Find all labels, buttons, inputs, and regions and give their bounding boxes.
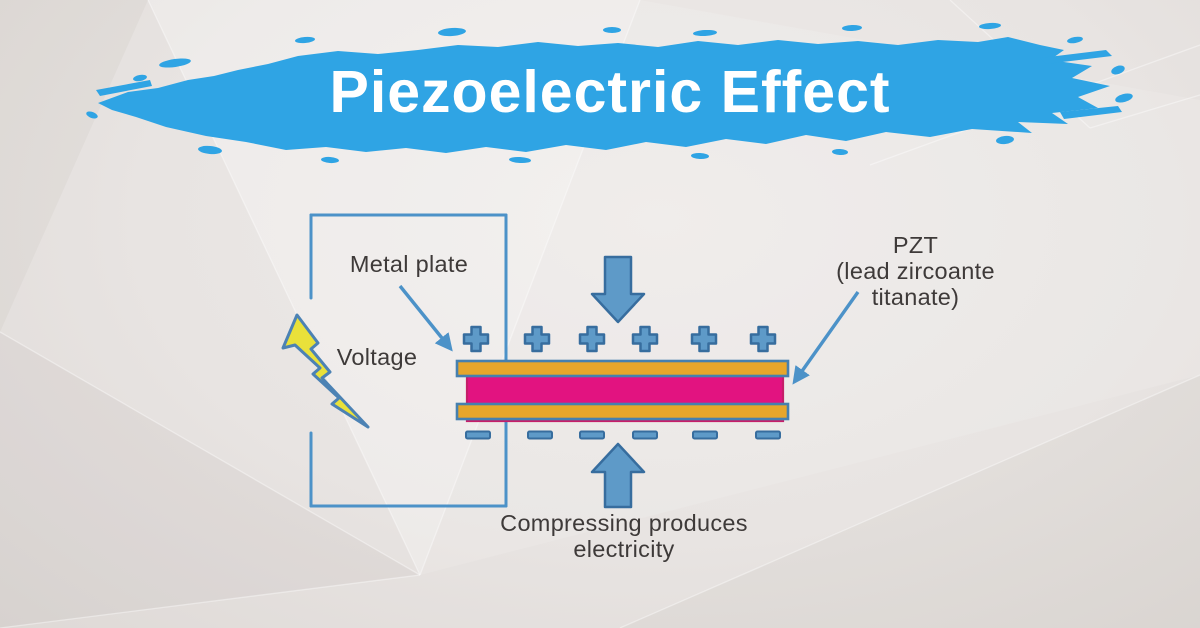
compression-label-line: electricity — [573, 536, 675, 562]
minus-icon — [579, 430, 605, 440]
paint-speckle — [159, 58, 191, 68]
pzt-label: PZT (lead zircoante titanate) — [788, 232, 1043, 310]
paint-speckle — [198, 145, 222, 155]
paint-speckle — [1115, 93, 1133, 103]
brush-stroke — [86, 22, 1133, 164]
plus-icon — [690, 325, 718, 353]
compression-label-line: Compressing produces — [500, 510, 748, 536]
paint-speckle — [133, 74, 147, 82]
compression-label: Compressing produces electricity — [474, 510, 774, 562]
minus-icon — [465, 430, 491, 440]
minus-icon — [527, 430, 553, 440]
paint-speckle — [321, 156, 339, 164]
metal-plate-pointer-arrow — [398, 284, 453, 352]
voltage-label: Voltage — [336, 344, 418, 370]
compression-arrow-up-icon — [590, 442, 646, 509]
paint-speckle — [693, 29, 717, 37]
background-facet — [0, 0, 148, 332]
paint-speckle — [1111, 65, 1125, 75]
background-facet — [0, 332, 420, 628]
page-title: Piezoelectric Effect — [329, 59, 891, 125]
pzt-label-line: titanate) — [871, 284, 960, 310]
minus-icon — [755, 430, 781, 440]
lightning-bolt-icon — [281, 313, 370, 429]
negative-charge-row — [465, 430, 781, 440]
paint-speckle — [1067, 36, 1083, 44]
paint-speckle — [979, 22, 1001, 30]
paint-speckle — [603, 27, 621, 33]
paint-speckle — [691, 152, 709, 160]
paint-speckle — [295, 36, 315, 44]
minus-icon — [692, 430, 718, 440]
pzt-label-line: PZT — [892, 232, 939, 258]
bottom-metal-plate — [455, 402, 790, 421]
plus-icon — [462, 325, 490, 353]
paint-speckle — [509, 156, 531, 164]
paint-streak — [1060, 106, 1122, 119]
paint-speckle — [832, 148, 848, 156]
background-facet — [620, 375, 1200, 628]
plus-icon — [578, 325, 606, 353]
brush-stroke-body — [98, 37, 1110, 153]
paint-speckle — [438, 27, 466, 37]
top-metal-plate — [455, 359, 790, 378]
paint-streak — [96, 80, 152, 96]
compression-arrow-down-icon — [590, 255, 646, 324]
plus-icon — [523, 325, 551, 353]
pzt-pointer-arrow — [792, 291, 860, 385]
paint-speckle — [996, 135, 1014, 145]
paint-speckle — [842, 24, 862, 32]
paint-speckle — [86, 111, 98, 119]
minus-icon — [632, 430, 658, 440]
paint-streak — [1040, 50, 1112, 64]
plus-icon — [749, 325, 777, 353]
pzt-label-line: (lead zircoante — [836, 258, 995, 284]
plus-icon — [631, 325, 659, 353]
positive-charge-row — [462, 325, 777, 353]
metal-plate-label: Metal plate — [349, 251, 469, 277]
